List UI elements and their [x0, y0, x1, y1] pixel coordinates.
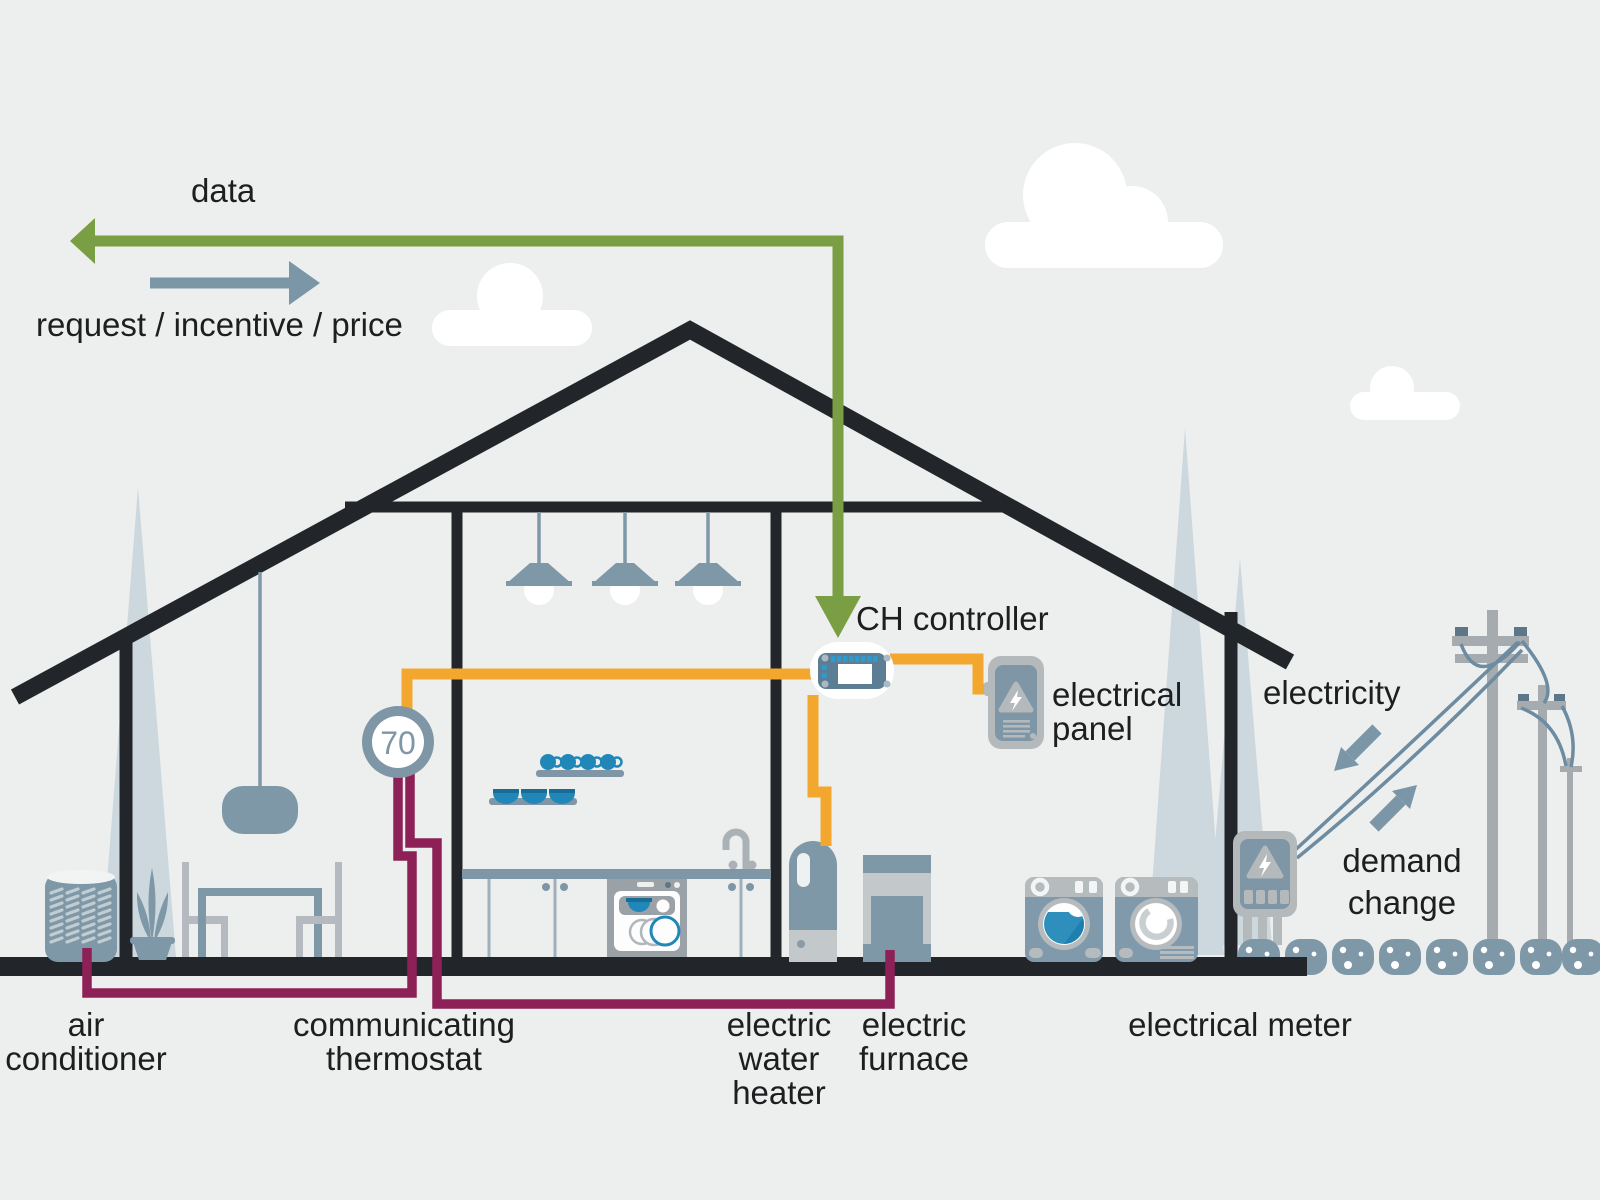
- ch-controller-label: CH controller: [856, 600, 1049, 637]
- wire-controller-to-thermostat: [401, 668, 812, 714]
- living-room: [130, 572, 342, 960]
- cloud-small: [1350, 366, 1460, 420]
- shelf-upper: [536, 770, 624, 777]
- thermostat-setpoint: 70: [380, 725, 416, 761]
- cloud-medium: [432, 263, 592, 346]
- service-wire-1: [1291, 640, 1520, 854]
- demand-arrow-icon: [1392, 785, 1417, 809]
- svg-text:heater: heater: [732, 1074, 826, 1111]
- dryer-knob: [1120, 877, 1140, 897]
- svg-text:thermostat: thermostat: [326, 1040, 482, 1077]
- ch-controller: [810, 642, 894, 699]
- pole-1: [1487, 610, 1498, 950]
- pole-3: [1567, 758, 1573, 950]
- cloud-large: [985, 143, 1223, 268]
- communicating-thermostat: 70: [362, 706, 434, 778]
- service-wire-2: [1295, 648, 1524, 860]
- cabinets: [487, 879, 754, 957]
- air-conditioner: [45, 870, 117, 962]
- wire-thermostat-to-ac: [82, 774, 417, 998]
- demand-change-label: demand: [1342, 842, 1461, 879]
- dishwasher: [607, 879, 687, 957]
- data-flow-arrow: [70, 218, 861, 638]
- lightning-bolt-icon: [1259, 854, 1271, 877]
- svg-text:water: water: [738, 1040, 820, 1077]
- wire-controller-to-panel: [890, 653, 989, 695]
- washing-machine: [1025, 877, 1103, 962]
- request-flow-arrow: [150, 261, 320, 305]
- electrical-panel: [984, 656, 1044, 749]
- ac-vents: [49, 887, 112, 944]
- dryer: [1115, 877, 1198, 962]
- data-label: data: [191, 172, 256, 209]
- potted-plant: [130, 868, 175, 960]
- floor: [0, 957, 1307, 976]
- thermostat-control-wires: [82, 772, 895, 1009]
- controller-screen: [838, 664, 872, 684]
- water-heater: [789, 841, 837, 962]
- electrical-meter-label: electrical meter: [1128, 1006, 1352, 1043]
- arrowhead-left-icon: [70, 218, 95, 264]
- electricity-label: electricity: [1263, 674, 1401, 711]
- arrowhead-right-icon: [289, 261, 320, 305]
- house-structure: [0, 320, 1307, 976]
- utility-poles: [1452, 610, 1582, 950]
- hanging-lamp: [222, 786, 298, 834]
- tree-right: [1147, 428, 1224, 955]
- electricity-arrow-icon: [1334, 747, 1359, 771]
- svg-text:conditioner: conditioner: [5, 1040, 166, 1077]
- sink-faucet: [722, 828, 750, 869]
- countertop: [462, 869, 771, 879]
- meter-legs: [1243, 910, 1282, 945]
- lightning-bolt-icon: [1010, 690, 1022, 711]
- furnace: [863, 855, 931, 962]
- arrowhead-down-icon: [815, 596, 861, 638]
- pole-2: [1538, 685, 1547, 950]
- svg-text:change: change: [1348, 884, 1456, 921]
- wire-controller-to-heater: [807, 695, 832, 846]
- electrical-meter: [1233, 831, 1297, 917]
- washer-knob: [1030, 877, 1050, 897]
- kitchen: [462, 510, 771, 957]
- air-conditioner-label: air: [68, 1006, 105, 1043]
- request-label: request / incentive / price: [36, 306, 403, 343]
- controller-pins: [822, 656, 878, 678]
- svg-text:furnace: furnace: [859, 1040, 969, 1077]
- electric-furnace-label: electric: [862, 1006, 967, 1043]
- electrical-panel-label: electrical: [1052, 676, 1182, 713]
- grid-exchange-arrows: [1334, 724, 1417, 832]
- controller-signal-wires: [401, 653, 989, 846]
- svg-text:panel: panel: [1052, 710, 1133, 747]
- electric-water-heater-label: electric: [727, 1006, 832, 1043]
- communicating-thermostat-label: communicating: [293, 1006, 515, 1043]
- power-lines: [1291, 639, 1575, 860]
- wire-thermostat-to-furnace: [405, 772, 895, 1009]
- labels: data request / incentive / price CH cont…: [5, 172, 1461, 1111]
- roof: [10, 320, 1295, 705]
- chair-right: [296, 862, 342, 957]
